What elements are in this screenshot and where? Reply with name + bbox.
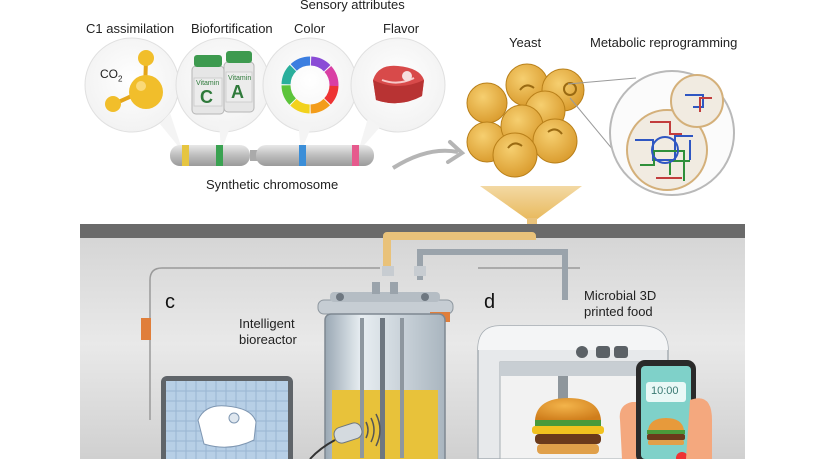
vitamin-a-word: Vitamin xyxy=(228,75,252,82)
smartphone xyxy=(619,360,712,459)
synthetic-chromosome xyxy=(170,145,374,166)
steak-icon xyxy=(373,65,424,104)
sensory-attributes-label: Sensory attributes xyxy=(300,0,405,12)
co2-label: CO2 xyxy=(100,67,123,84)
flavor-bubble xyxy=(350,37,446,152)
steak-hologram-icon xyxy=(197,405,257,448)
band-green xyxy=(216,145,223,166)
metabolic-network xyxy=(609,70,735,196)
printed-food-label-line2: printed food xyxy=(584,304,653,319)
color-label: Color xyxy=(294,21,326,36)
sensor-probe xyxy=(309,413,381,459)
printed-food-label-line1: Microbial 3D xyxy=(584,288,657,303)
biofortification-label: Biofortification xyxy=(191,21,273,36)
pipes xyxy=(382,232,568,300)
vitamin-a-letter: A xyxy=(231,82,244,102)
panel-d-letter: d xyxy=(484,291,496,313)
color-wheel-icon xyxy=(281,56,339,114)
synthetic-chromosome-label: Synthetic chromosome xyxy=(206,177,339,192)
band-yellow xyxy=(182,145,189,166)
vitamin-c-letter: C xyxy=(200,87,213,107)
bioreactor-label-line2: bioreactor xyxy=(239,332,297,347)
band-blue xyxy=(299,145,306,166)
panel-c-frame xyxy=(149,267,380,281)
bioreactor xyxy=(309,282,454,459)
vitamin-c-word: Vitamin xyxy=(196,80,220,87)
yeast-cluster xyxy=(466,63,585,178)
c1-bubble xyxy=(84,37,183,152)
monitor xyxy=(161,376,293,459)
yeast-label: Yeast xyxy=(509,35,542,50)
bioreactor-label-line1: Intelligent xyxy=(239,316,295,331)
arrow-to-yeast xyxy=(391,148,459,170)
burger-icon xyxy=(532,398,604,454)
biofortification-bubble xyxy=(175,37,271,152)
band-pink xyxy=(352,145,359,166)
metabolic-reprogramming-label: Metabolic reprogramming xyxy=(590,35,738,50)
flavor-label: Flavor xyxy=(383,21,420,36)
c1-assimilation-label: C1 assimilation xyxy=(86,21,175,36)
color-bubble xyxy=(262,37,358,152)
panel-c-letter: c xyxy=(165,291,175,313)
phone-time: 10:00 xyxy=(651,385,679,397)
